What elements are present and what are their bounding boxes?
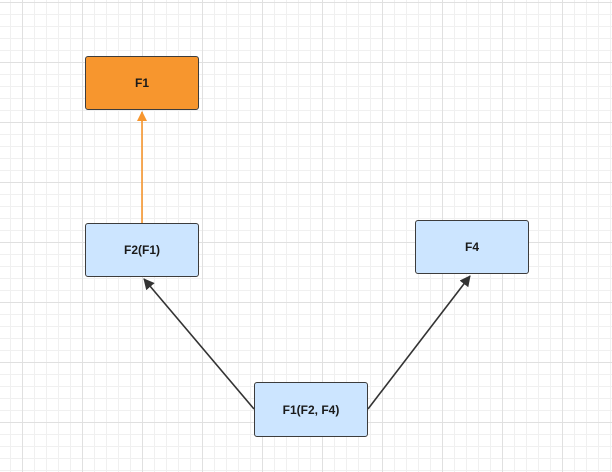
node-f2-label: F2(F1): [124, 243, 160, 257]
node-f4[interactable]: F4: [415, 220, 529, 274]
edge-f1f2f4-to-f2[interactable]: [143, 278, 255, 410]
node-f1[interactable]: F1: [85, 56, 199, 110]
edge-f1f2f4-to-f4[interactable]: [367, 275, 471, 410]
node-f4-label: F4: [464, 240, 479, 254]
node-f2[interactable]: F2(F1): [85, 223, 199, 277]
node-f1-label: F1: [134, 76, 149, 90]
node-f1f2f4[interactable]: F1(F2, F4): [254, 382, 368, 437]
node-f1f2f4-label: F1(F2, F4): [282, 402, 340, 417]
